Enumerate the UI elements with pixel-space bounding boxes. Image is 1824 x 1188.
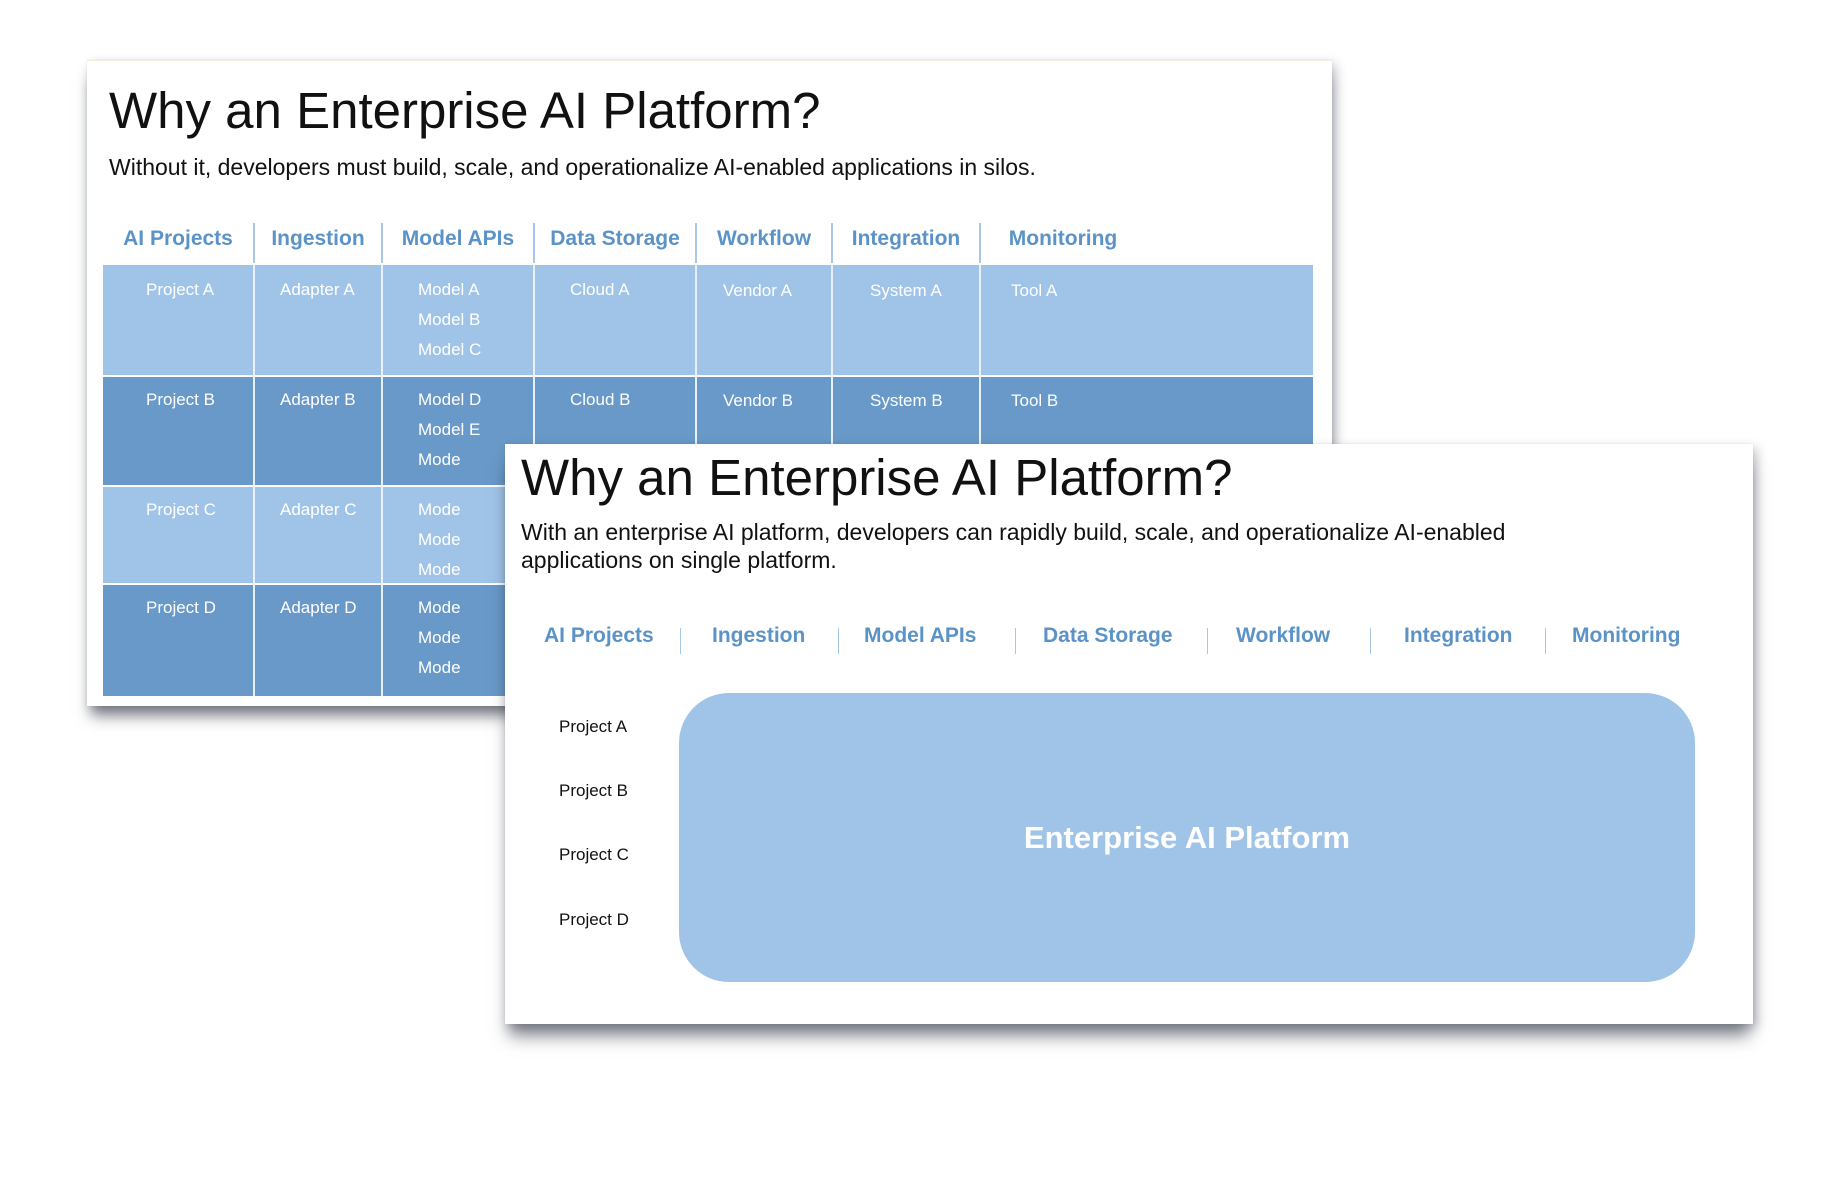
header-monitoring: Monitoring [1572, 624, 1681, 647]
enterprise-platform-box: Enterprise AI Platform [679, 693, 1695, 982]
cell-text: Mode [418, 628, 461, 647]
column-header-workflow: Workflow [716, 227, 812, 250]
cell-text: Mode [418, 530, 461, 549]
header-workflow: Workflow [1236, 624, 1331, 647]
capability-headers: AI Projects Ingestion Model APIs Data St… [505, 618, 1753, 658]
table-cell: Cloud A [535, 265, 695, 375]
header-model-apis: Model APIs [864, 624, 977, 647]
column-header-ingestion: Ingestion [271, 227, 365, 250]
platform-label: Enterprise AI Platform [1023, 819, 1351, 855]
cell-text: Adapter C [280, 500, 357, 519]
header-data-storage: Data Storage [1043, 624, 1173, 647]
cell-text: Adapter D [280, 598, 357, 617]
column-header-integration: Integration [851, 227, 961, 250]
cell-text: Mode [418, 560, 461, 579]
column-header-monitoring: Monitoring [1008, 227, 1118, 250]
table-cell: Project D [103, 585, 253, 696]
cell-text: Adapter A [280, 280, 355, 299]
table-cell: Tool A [981, 265, 1145, 375]
cell-text: Mode [418, 450, 461, 469]
table-cell: Model D Model E Mode [383, 377, 533, 485]
header-divider [680, 628, 681, 654]
slide-with-platform: Why an Enterprise AI Platform? With an e… [505, 444, 1753, 1024]
cell-text: Model C [418, 340, 482, 359]
header-integration: Integration [1404, 624, 1513, 647]
header-ingestion: Ingestion [712, 624, 806, 647]
table-cell: Vendor A [697, 265, 831, 375]
cell-text: System B [870, 391, 943, 410]
table-cell: Project A [103, 265, 253, 375]
grid-divider [253, 265, 255, 696]
column-divider [979, 223, 981, 263]
column-divider [253, 223, 255, 263]
header-divider [838, 628, 839, 654]
cell-text: Model A [418, 280, 480, 299]
cell-text: Adapter B [280, 390, 356, 409]
cell-text: System A [870, 281, 942, 300]
header-divider [1015, 628, 1016, 654]
cell-text: Model B [418, 310, 481, 329]
project-label: Project B [559, 781, 628, 800]
column-divider [533, 223, 535, 263]
column-divider [831, 223, 833, 263]
header-divider [1370, 628, 1371, 654]
column-header-ai-projects: AI Projects [123, 227, 233, 250]
cell-text: Project D [146, 598, 216, 617]
project-label: Project C [559, 845, 629, 864]
table-row: Project A Adapter A Model A Model B Mode… [103, 265, 1313, 375]
cell-text: Project B [146, 390, 215, 409]
cell-text: Model E [418, 420, 481, 439]
table-cell: Model A Model B Model C [383, 265, 533, 375]
column-header-model-apis: Model APIs [401, 227, 515, 250]
cell-text: Mode [418, 658, 461, 677]
table-cell: Tool B [981, 377, 1145, 485]
table-cell: Cloud B [535, 377, 695, 485]
table-cell: Adapter A [255, 265, 381, 375]
slide-title: Why an Enterprise AI Platform? [109, 82, 821, 139]
header-divider [1545, 628, 1546, 654]
table-cell: Mode Mode Mode [383, 585, 533, 696]
column-header-data-storage: Data Storage [550, 227, 680, 250]
header-ai-projects: AI Projects [544, 624, 654, 647]
slide-title: Why an Enterprise AI Platform? [521, 449, 1233, 506]
cell-text: Mode [418, 500, 461, 519]
cell-text: Vendor A [723, 281, 793, 300]
cell-text: Tool A [1011, 281, 1058, 300]
cell-text: Cloud A [570, 280, 630, 299]
table-cell: Adapter B [255, 377, 381, 485]
cell-text: Model D [418, 390, 482, 409]
table-cell: System A [833, 265, 979, 375]
table-cell: Mode Mode Mode [383, 487, 533, 583]
project-label: Project D [559, 910, 629, 929]
table-cell: Adapter D [255, 585, 381, 696]
grid-divider [381, 265, 383, 696]
cell-text: Mode [418, 598, 461, 617]
cell-text: Tool B [1011, 391, 1059, 410]
cell-text: Vendor B [723, 391, 793, 410]
table-cell: Project C [103, 487, 253, 583]
project-label: Project A [559, 717, 628, 736]
cell-text: Cloud B [570, 390, 631, 409]
table-cell: Vendor B [697, 377, 831, 485]
slide-subtitle: Without it, developers must build, scale… [109, 154, 1036, 180]
header-divider [1207, 628, 1208, 654]
slide-subtitle: With an enterprise AI platform, develope… [521, 519, 1506, 573]
column-divider [695, 223, 697, 263]
table-cell: System B [833, 377, 979, 485]
column-divider [381, 223, 383, 263]
cell-text: Project C [146, 500, 216, 519]
cell-text: Project A [146, 280, 215, 299]
column-headers: AI Projects Ingestion Model APIs Data St… [103, 221, 1313, 263]
table-cell: Adapter C [255, 487, 381, 583]
table-cell: Project B [103, 377, 253, 485]
